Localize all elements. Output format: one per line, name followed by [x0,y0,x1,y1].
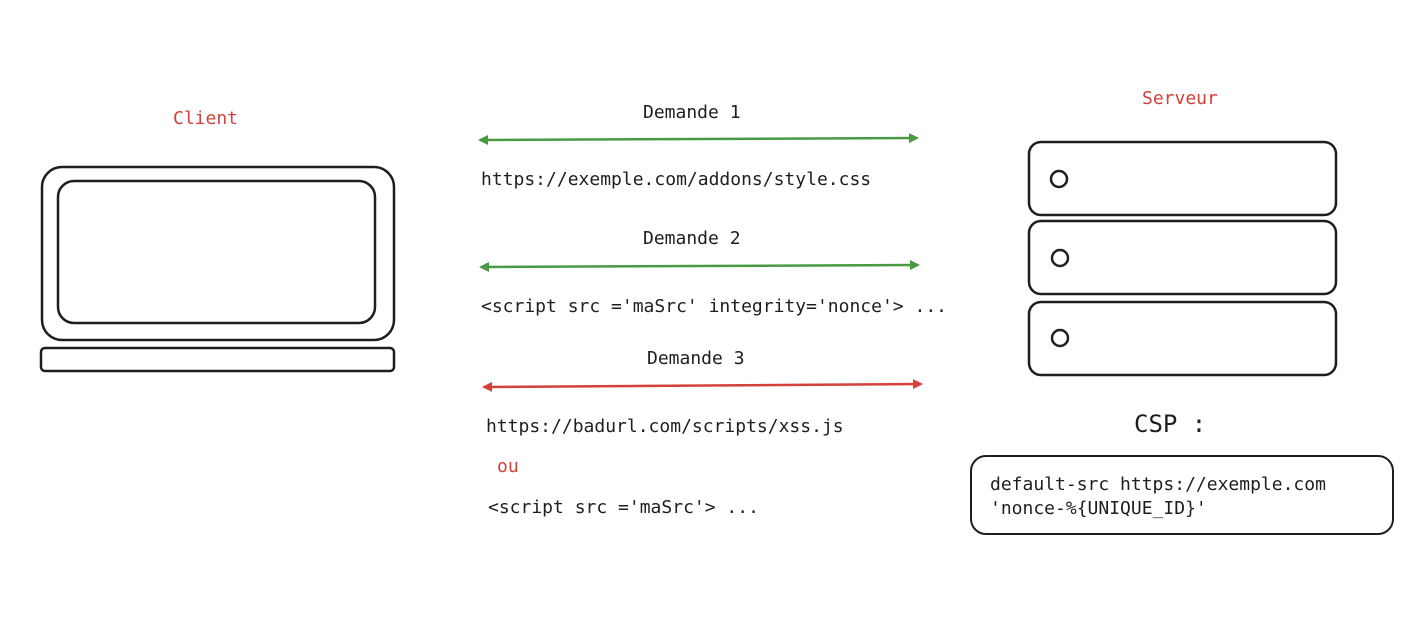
request-2-detail: <script src ='maSrc' integrity='nonce'> … [481,296,947,317]
server-label: Serveur [1142,88,1218,109]
request-3-label: Demande 3 [647,348,745,369]
csp-title: CSP : [1134,410,1207,438]
request-1-label: Demande 1 [643,102,741,123]
request-2-label: Demande 2 [643,228,741,249]
laptop-screen [56,179,377,325]
client-label: Client [173,108,239,129]
server-unit-2 [1027,219,1338,296]
csp-policy-box: default-src https://exemple.com 'nonce-%… [970,455,1394,535]
csp-policy-line-2: 'nonce-%{UNIQUE_ID}' [990,498,1207,519]
server-unit-2-led [1050,248,1070,268]
laptop-base [39,346,396,373]
request-3-or-connector: ou [497,456,519,477]
csp-policy-line-1: default-src https://exemple.com [990,474,1326,495]
laptop-screen-frame [40,165,396,342]
server-rack-icon [1027,140,1338,377]
server-unit-3-led [1050,328,1070,348]
request-3-alt-detail: <script src ='maSrc'> ... [488,497,759,518]
request-1-detail: https://exemple.com/addons/style.css [481,169,872,190]
request-2-arrow [479,260,920,272]
laptop-icon [39,165,396,373]
server-unit-1 [1027,140,1338,217]
request-3-arrow [482,379,923,392]
request-1-arrow [478,133,919,145]
server-unit-1-led [1049,169,1069,189]
request-3-detail: https://badurl.com/scripts/xss.js [486,416,844,437]
server-unit-3 [1027,300,1338,377]
